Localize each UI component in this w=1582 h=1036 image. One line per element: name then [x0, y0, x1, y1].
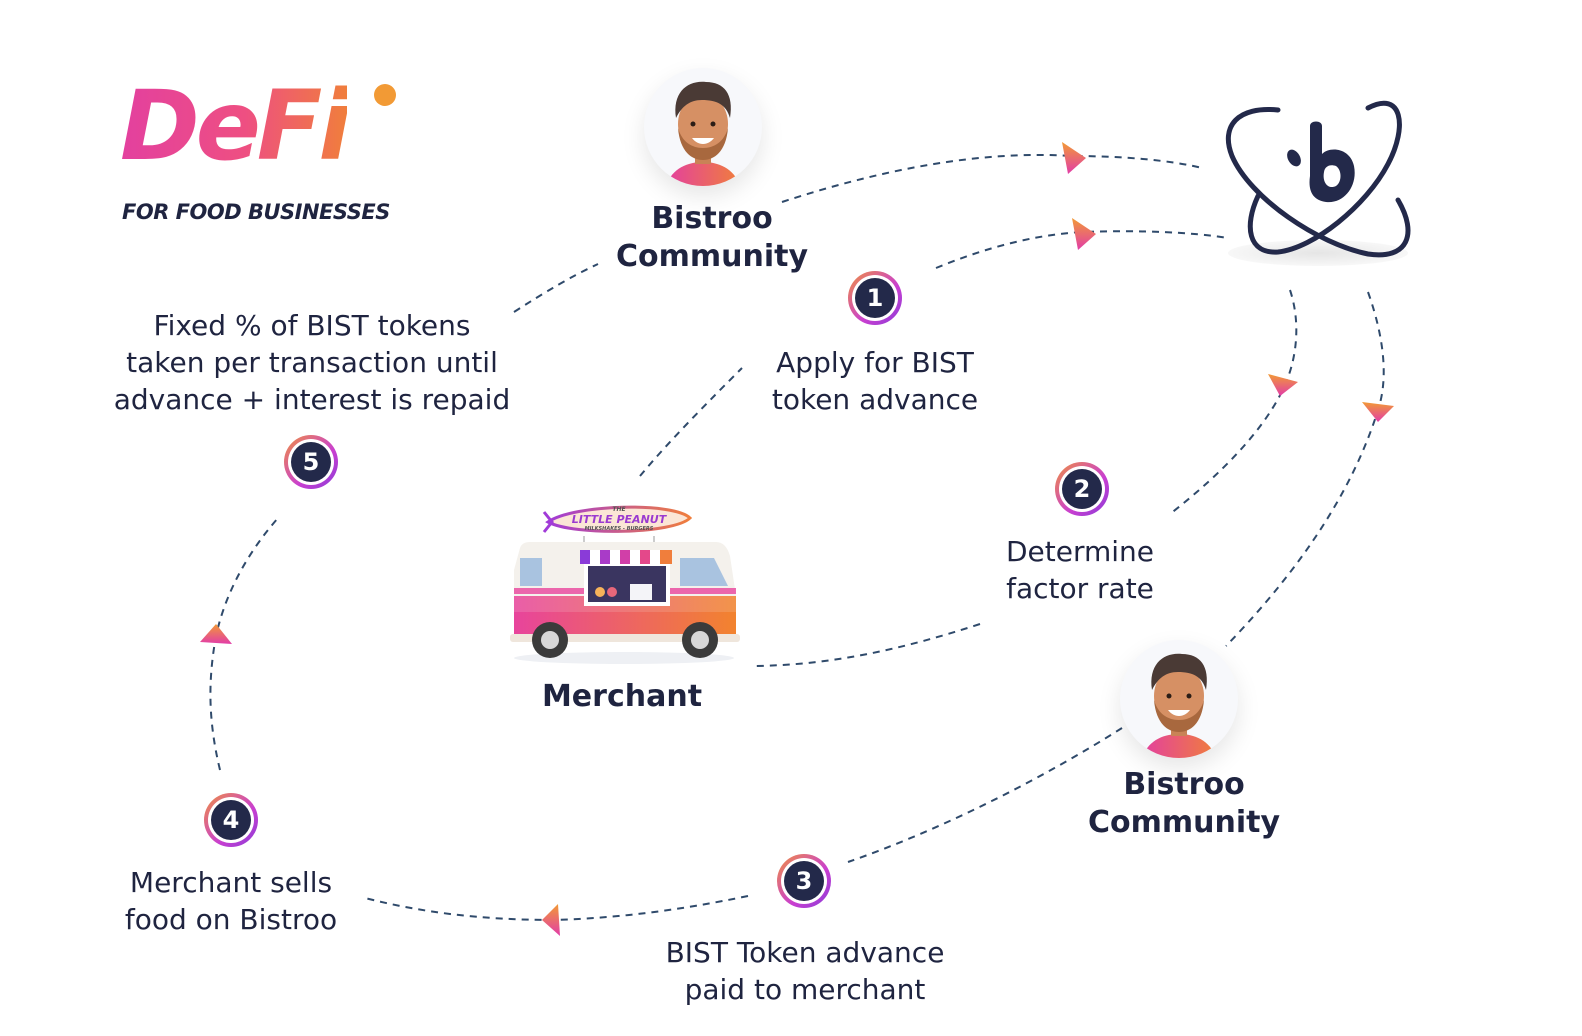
community-bottom-line1: Bistroo: [1123, 767, 1245, 802]
arrow-right-icon: [1072, 218, 1096, 250]
step-1-text: Apply for BIST token advance: [745, 344, 1005, 418]
step-5-number: 5: [291, 442, 331, 482]
step-1-line2: token advance: [771, 383, 979, 416]
arrow-down-icon: [1362, 402, 1394, 422]
connector-bistroo-to-community-bottom: [1225, 291, 1385, 647]
step-3-text: BIST Token advance paid to merchant: [640, 934, 970, 1008]
step-1-badge: 1: [848, 271, 902, 325]
step-2-line1: Determine: [1005, 535, 1155, 568]
step-3-line1: BIST Token advance: [665, 936, 945, 969]
community-top-label: Bistroo Community: [600, 200, 824, 276]
step-2-badge: 2: [1055, 462, 1109, 516]
connector-step1-to-bistroo: [935, 230, 1229, 269]
step-4-badge: 4: [204, 793, 258, 847]
step-2-text: Determine factor rate: [970, 533, 1190, 607]
logo-subtitle: FOR FOOD BUSINESSES: [122, 200, 390, 224]
step-5-line3: advance + interest is repaid: [113, 383, 511, 416]
connector-bistroo-to-step2: [1169, 289, 1298, 515]
community-bottom-line2: Community: [1087, 805, 1281, 840]
step-3-number: 3: [784, 861, 824, 901]
bistroo-atom-logo-icon: [1225, 100, 1411, 258]
community-top-avatar: [644, 68, 762, 186]
arrow-left-icon: [542, 904, 560, 936]
step-5-line2: taken per transaction until: [126, 346, 498, 379]
connector-step2-to-merchant: [754, 623, 981, 667]
step-3-line2: paid to merchant: [684, 973, 926, 1006]
logo-title: DeFi: [120, 70, 351, 182]
community-top-line2: Community: [615, 239, 809, 274]
merchant-label: Merchant: [541, 679, 703, 714]
step-2-line2: factor rate: [1006, 572, 1154, 605]
truck-sign-main: LITTLE PEANUT: [571, 513, 667, 526]
step-4-line2: food on Bistroo: [124, 903, 338, 936]
step-1-number: 1: [855, 278, 895, 318]
step-4-text: Merchant sells food on Bistroo: [100, 864, 362, 938]
truck-sign-bottom: MILKSHAKES - BURGERS: [584, 526, 654, 532]
community-bottom-label: Bistroo Community: [1072, 766, 1296, 842]
connector-step5-to-community: [513, 263, 599, 313]
community-bottom-avatar: [1120, 640, 1238, 758]
community-top-line1: Bistroo: [651, 201, 773, 236]
step-4-line1: Merchant sells: [129, 866, 333, 899]
connector-community-to-bistroo: [781, 153, 1203, 203]
step-1-line1: Apply for BIST: [776, 346, 974, 379]
connector-step4-to-step5: [209, 517, 279, 771]
step-5-badge: 5: [284, 435, 338, 489]
step-5-line1: Fixed % of BIST tokens: [153, 309, 471, 342]
person-avatar-icon: [666, 81, 740, 186]
arrow-right-icon: [1062, 142, 1086, 174]
merchant-food-truck: THE LITTLE PEANUT MILKSHAKES - BURGERS: [504, 500, 744, 670]
logo-dot: [374, 84, 396, 106]
arrow-up-icon: [200, 624, 232, 644]
connector-merchant-to-step1: [639, 367, 743, 477]
truck-sign-top: THE: [612, 506, 626, 513]
step-3-badge: 3: [777, 854, 831, 908]
step-2-number: 2: [1062, 469, 1102, 509]
step-5-text: Fixed % of BIST tokens taken per transac…: [104, 307, 520, 418]
arrow-down-icon: [1268, 374, 1298, 396]
person-avatar-icon: [1142, 653, 1216, 758]
step-4-number: 4: [211, 800, 251, 840]
food-truck-icon: [510, 505, 740, 664]
